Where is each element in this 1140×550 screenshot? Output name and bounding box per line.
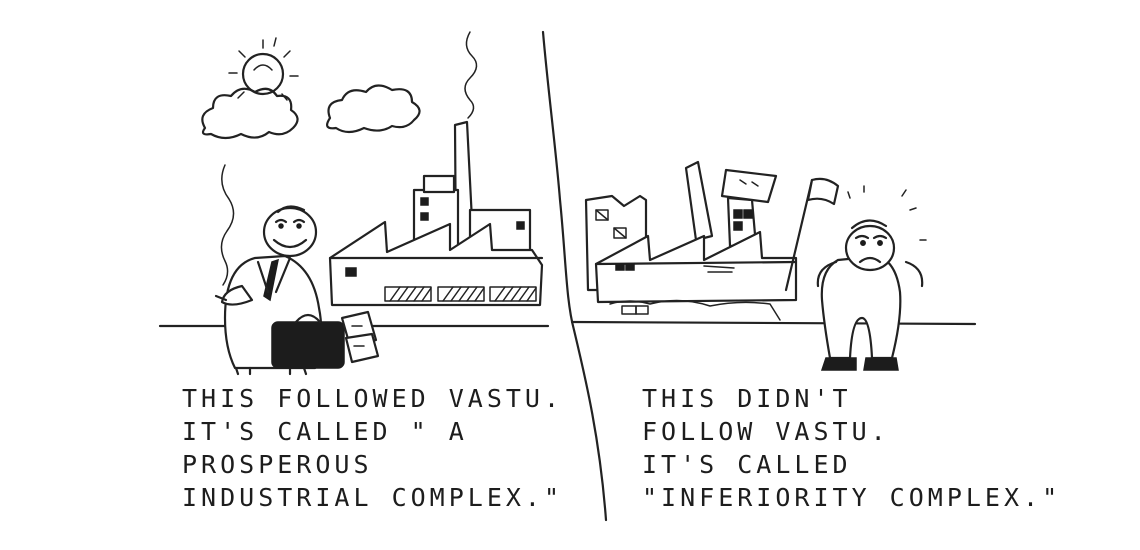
panel-divider xyxy=(541,30,608,522)
ruined-factory xyxy=(584,160,840,321)
left-caption-line-3: PROSPEROUS xyxy=(182,450,373,479)
sun-icon xyxy=(228,37,299,101)
left-caption-line-4: INDUSTRIAL COMPLEX." xyxy=(182,483,564,512)
right-caption-line-4: "INFERIORITY COMPLEX." xyxy=(642,483,1062,512)
cloud-right xyxy=(326,84,421,134)
right-caption: THIS DIDN'T FOLLOW VASTU. IT'S CALLED "I… xyxy=(642,383,1061,515)
right-caption-line-3: IT'S CALLED xyxy=(642,450,852,479)
cloud-left xyxy=(201,87,299,140)
prosperous-factory xyxy=(328,31,544,307)
dejected-man xyxy=(816,185,927,371)
rich-businessman xyxy=(214,164,380,376)
ground-line-right xyxy=(570,320,977,326)
right-caption-line-2: FOLLOW VASTU. xyxy=(642,417,890,446)
left-caption-line-2: IT'S CALLED " A xyxy=(182,417,468,446)
left-caption-line-1: THIS FOLLOWED VASTU. xyxy=(182,384,564,413)
left-caption: THIS FOLLOWED VASTU. IT'S CALLED " A PRO… xyxy=(182,383,563,515)
right-caption-line-1: THIS DIDN'T xyxy=(642,384,852,413)
